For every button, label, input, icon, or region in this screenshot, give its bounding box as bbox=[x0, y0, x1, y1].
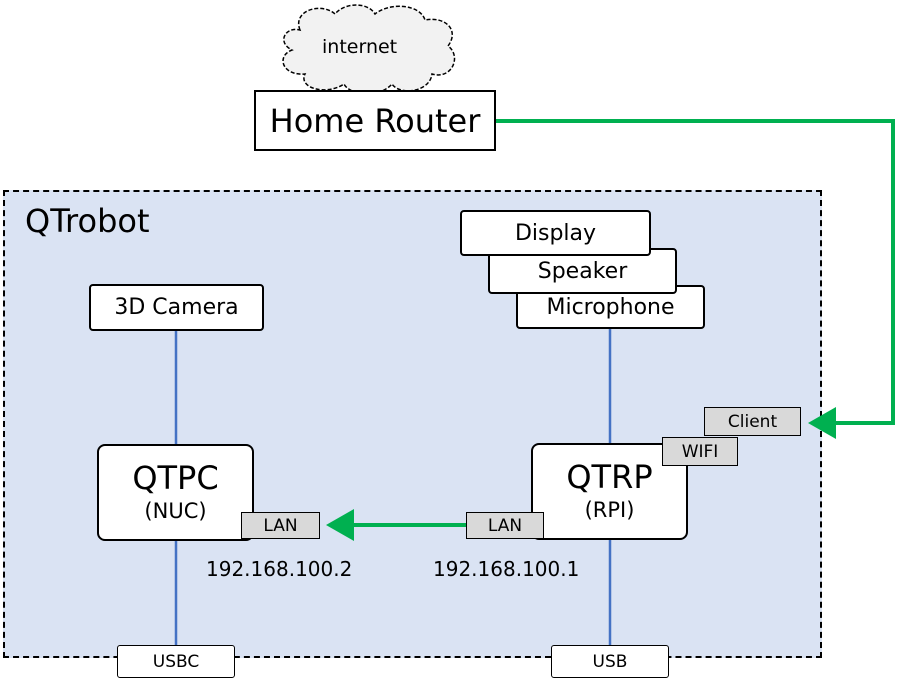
microphone-label: Microphone bbox=[546, 294, 675, 320]
qtpc-usbc-label: USBC bbox=[152, 651, 200, 672]
qtrp-wifi-port: WIFI bbox=[662, 437, 738, 466]
qtrp-lan-port: LAN bbox=[466, 512, 544, 539]
display-box: Display bbox=[460, 210, 651, 256]
qtrp-ip: 192.168.100.1 bbox=[433, 557, 580, 581]
qtpc-lan-port: LAN bbox=[241, 512, 320, 539]
region-label: QTrobot bbox=[25, 202, 150, 240]
speaker-label: Speaker bbox=[537, 258, 628, 284]
camera-box: 3D Camera bbox=[89, 284, 264, 331]
qtrobot-region bbox=[3, 190, 822, 658]
cloud-label: internet bbox=[322, 36, 398, 58]
home-router-label: Home Router bbox=[269, 101, 481, 140]
qtpc-usbc-port: USBC bbox=[117, 645, 235, 678]
qtrp-client-port: Client bbox=[704, 407, 801, 436]
qtpc-box: QTPC (NUC) bbox=[97, 444, 254, 541]
qtrp-sub: (RPI) bbox=[584, 497, 635, 522]
qtpc-ip: 192.168.100.2 bbox=[206, 557, 353, 581]
qtrp-name: QTRP bbox=[566, 457, 653, 496]
qtrp-usb-label: USB bbox=[592, 651, 628, 672]
qtrp-box: QTRP (RPI) bbox=[531, 443, 688, 540]
display-label: Display bbox=[514, 220, 597, 246]
internet-cloud-icon bbox=[282, 4, 456, 95]
home-router-box: Home Router bbox=[254, 90, 496, 151]
router-to-client-link bbox=[496, 119, 895, 439]
qtpc-sub: (NUC) bbox=[144, 498, 207, 523]
qtpc-name: QTPC bbox=[132, 458, 219, 497]
camera-label: 3D Camera bbox=[114, 295, 239, 320]
qtrp-usb-port: USB bbox=[551, 645, 669, 678]
